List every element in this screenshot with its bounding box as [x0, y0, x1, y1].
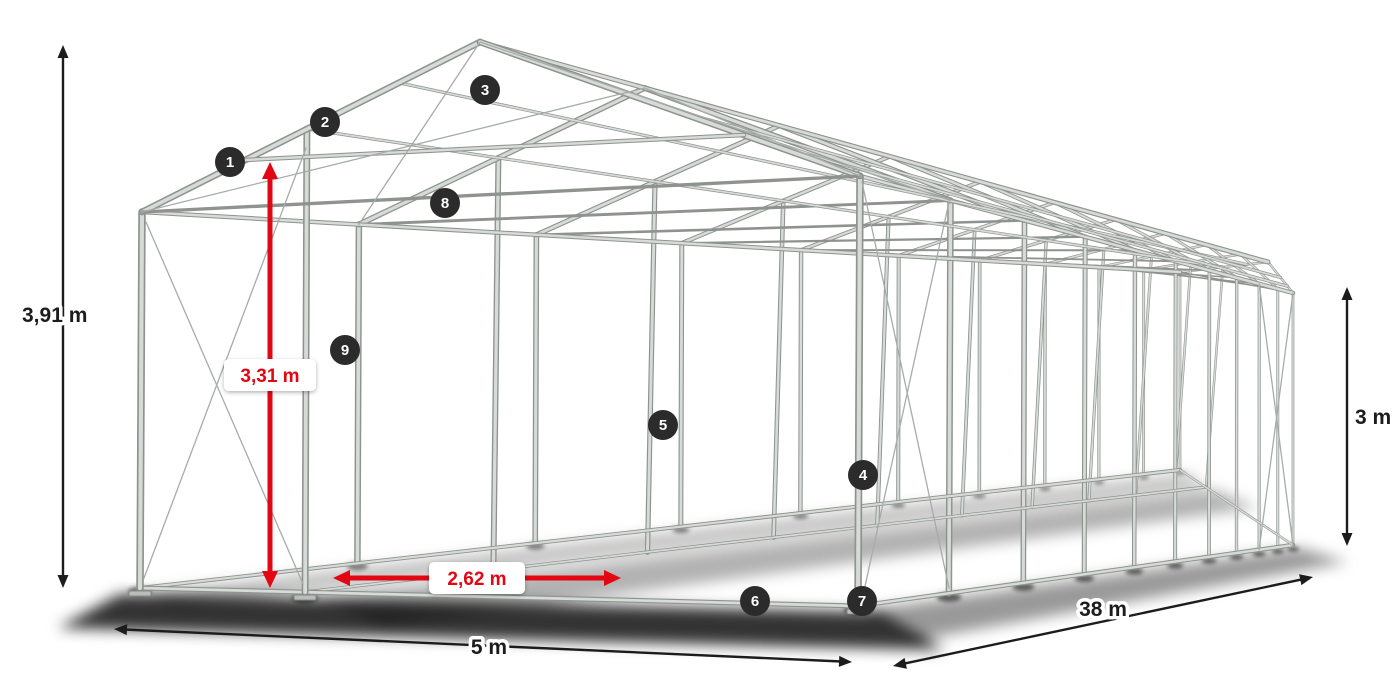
inner-height-value: 3,31 m	[240, 366, 299, 387]
dimension-arrows-black	[57, 45, 1353, 669]
badge-2-circle	[310, 107, 340, 137]
badge-8-circle	[430, 188, 460, 218]
inner-height-label: 3,31 m	[224, 359, 316, 391]
badge-5-number: 5	[659, 417, 667, 434]
badge-2: 2	[310, 107, 340, 137]
badge-1-circle	[215, 147, 245, 177]
badge-4-number: 4	[859, 467, 868, 484]
badge-5: 5	[648, 410, 678, 440]
badge-9-circle	[330, 335, 360, 365]
badge-5-circle	[648, 410, 678, 440]
badge-3-circle	[470, 75, 500, 105]
inner-width-label: 2,62 m	[429, 562, 525, 594]
badge-4-circle	[848, 460, 878, 490]
badge-7-number: 7	[858, 593, 866, 610]
inner-width-label-box	[429, 562, 525, 594]
tent-steel-frame	[128, 38, 1296, 615]
ground-shadow	[58, 474, 1348, 650]
length-label: 38 m	[1079, 598, 1127, 621]
badge-8: 8	[430, 188, 460, 218]
badge-1: 1	[215, 147, 245, 177]
side-height-label: 3 m	[1355, 406, 1391, 429]
badge-2-number: 2	[321, 114, 329, 131]
badge-6: 6	[740, 586, 770, 616]
badge-8-number: 8	[441, 195, 449, 212]
badge-7-circle	[847, 586, 877, 616]
badge-9: 9	[330, 335, 360, 365]
badge-4: 4	[848, 460, 878, 490]
badge-6-circle	[740, 586, 770, 616]
width-label: 5 m	[471, 636, 507, 659]
inner-height-label-box	[224, 359, 316, 391]
badge-7: 7	[847, 586, 877, 616]
badge-1-number: 1	[226, 154, 234, 171]
total-height-label: 3,91 m	[22, 304, 87, 327]
badge-3: 3	[470, 75, 500, 105]
inner-width-value: 2,62 m	[447, 569, 506, 590]
badge-6-number: 6	[751, 593, 759, 610]
cable-braces	[141, 41, 1294, 601]
badge-9-number: 9	[341, 342, 349, 359]
badge-3-number: 3	[481, 82, 489, 99]
